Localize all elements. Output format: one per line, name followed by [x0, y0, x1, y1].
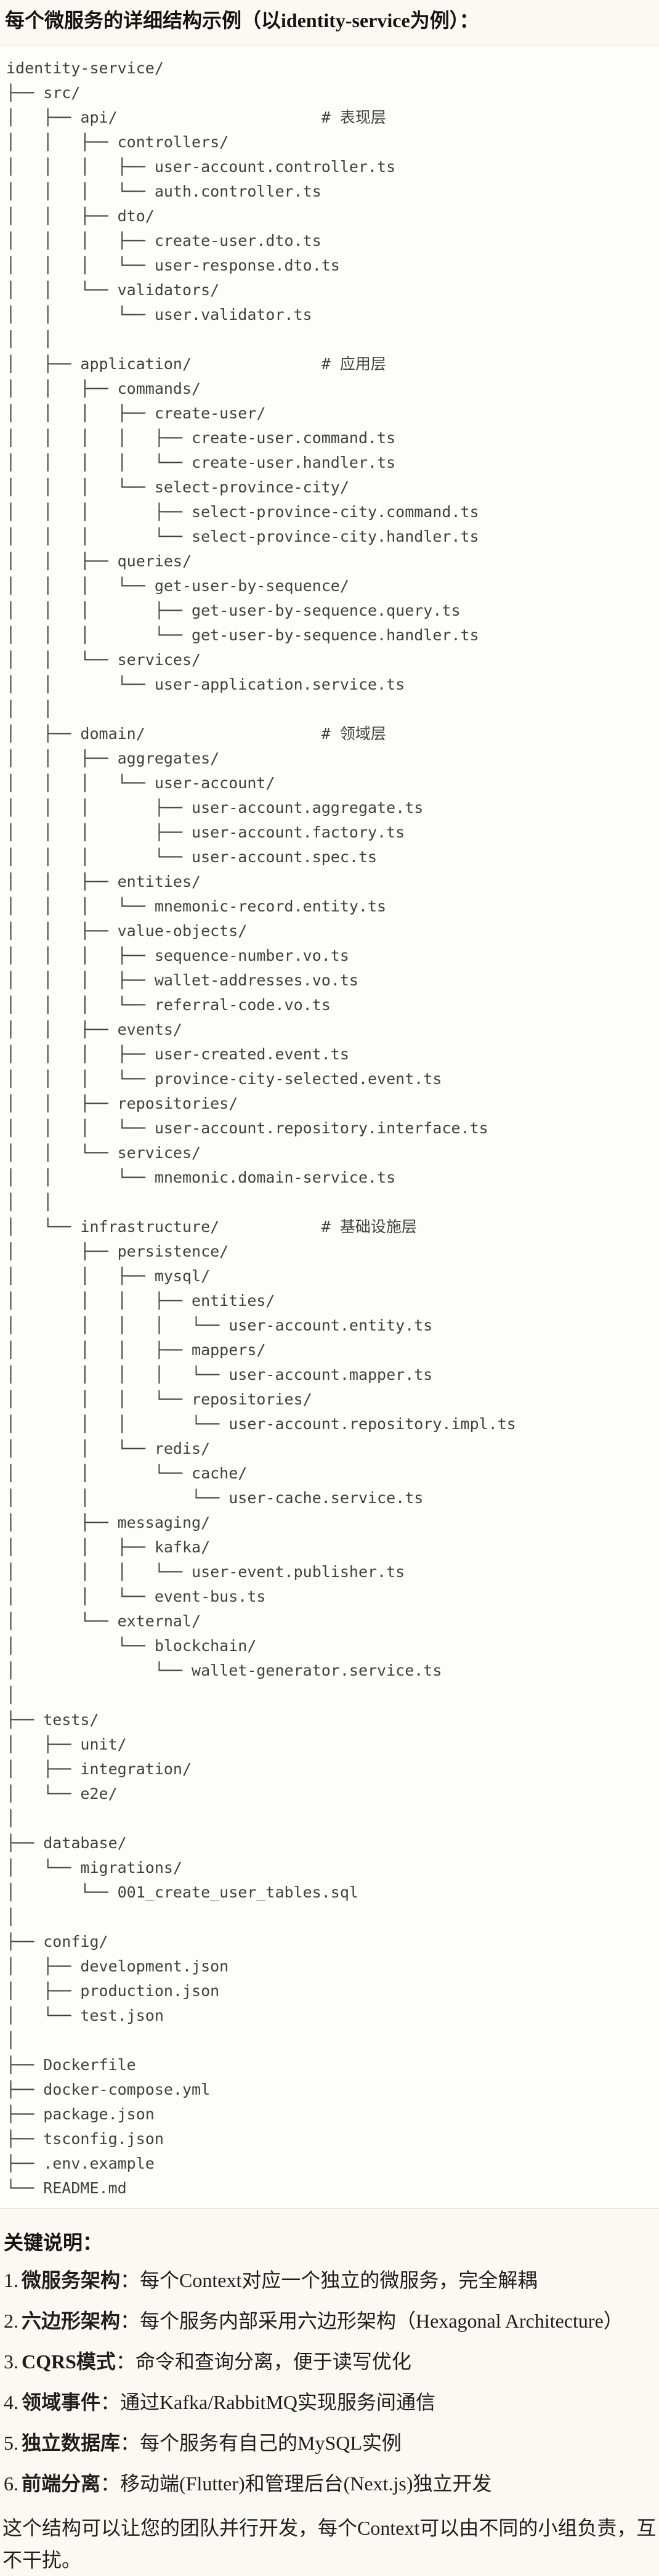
directory-tree-code-block: identity-service/ ├── src/ │ ├── api/ # …: [0, 46, 659, 2209]
notes-list: 1.微服务架构：每个Context对应一个独立的微服务，完全解耦 2.六边形架构…: [0, 2264, 659, 2500]
note-item-microservices: 1.微服务架构：每个Context对应一个独立的微服务，完全解耦: [4, 2264, 655, 2296]
note-text: ：通过Kafka/RabbitMQ实现服务间通信: [100, 2391, 435, 2413]
note-item-hexagonal: 2.六边形架构：每个服务内部采用六边形架构（Hexagonal Architec…: [4, 2305, 655, 2337]
note-item-cqrs: 3.CQRS模式：命令和查询分离，便于读写优化: [4, 2346, 655, 2378]
note-text: ：每个Context对应一个独立的微服务，完全解耦: [120, 2269, 538, 2291]
note-item-domain-events: 4.领域事件：通过Kafka/RabbitMQ实现服务间通信: [4, 2386, 655, 2418]
page-title: 每个微服务的详细结构示例（以identity-service为例）：: [5, 9, 479, 31]
note-term: 前端分离: [22, 2472, 101, 2495]
note-item-frontend-separation: 6.前端分离：移动端(Flutter)和管理后台(Next.js)独立开发: [4, 2468, 655, 2500]
note-number: 6.: [4, 2472, 18, 2495]
notes-heading: 关键说明：: [4, 2232, 103, 2254]
note-text: ：命令和查询分离，便于读写优化: [115, 2350, 411, 2373]
note-text: ：移动端(Flutter)和管理后台(Next.js)独立开发: [100, 2472, 492, 2495]
note-term: 领域事件: [22, 2391, 101, 2413]
note-term: 独立数据库: [22, 2432, 121, 2454]
note-term: CQRS模式: [22, 2350, 116, 2373]
closing-paragraph: 这个结构可以让您的团队并行开发，每个Context可以由不同的小组负责，互不干扰…: [2, 2517, 657, 2571]
note-number: 1.: [4, 2269, 18, 2291]
note-item-independent-db: 5.独立数据库：每个服务有自己的MySQL实例: [4, 2427, 655, 2459]
note-number: 2.: [4, 2310, 18, 2332]
note-term: 六边形架构: [22, 2310, 121, 2332]
note-term: 微服务架构: [22, 2269, 121, 2291]
note-number: 4.: [4, 2391, 18, 2413]
note-number: 5.: [4, 2432, 18, 2454]
note-text: ：每个服务有自己的MySQL实例: [120, 2432, 402, 2454]
note-text: ：每个服务内部采用六边形架构（Hexagonal Architecture）: [120, 2310, 623, 2332]
note-number: 3.: [4, 2350, 18, 2373]
